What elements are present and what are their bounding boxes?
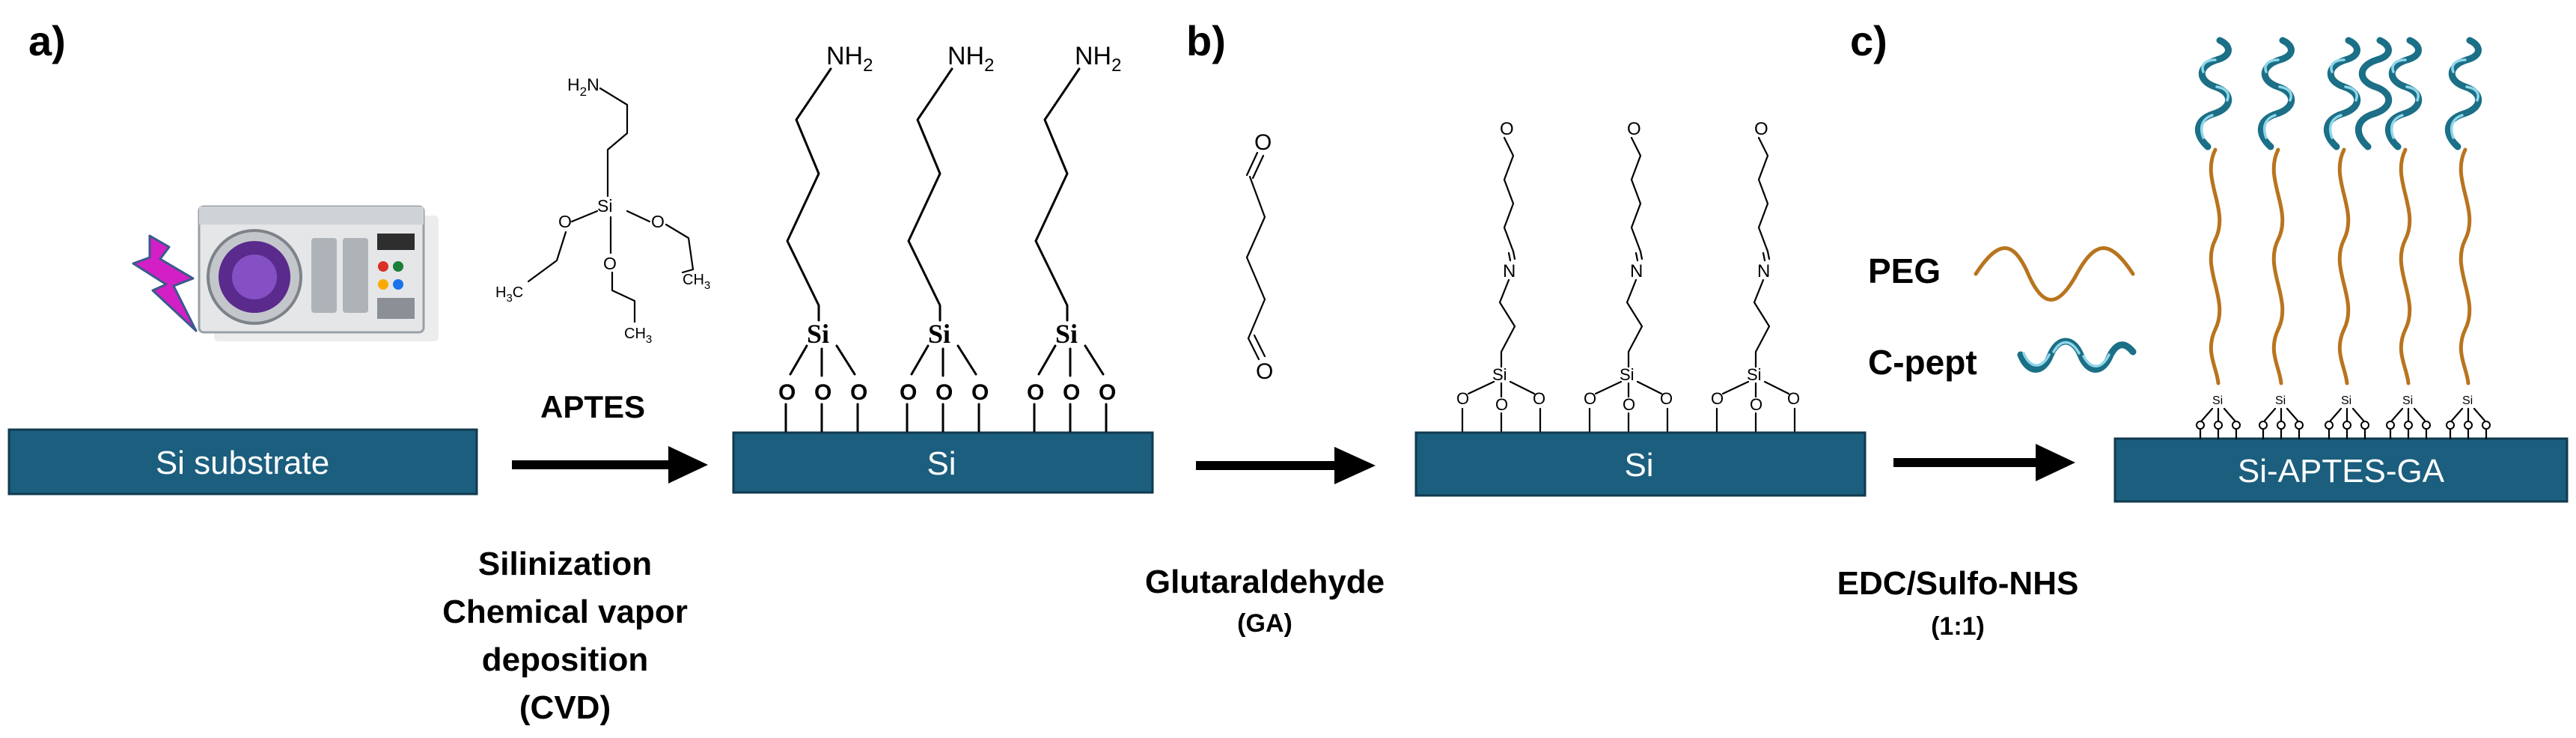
aptes-oxygen-left: O (558, 212, 572, 231)
edc-reagent-label: EDC/Sulfo-NHS (1837, 565, 2079, 602)
si-substrate-label: Si substrate (156, 445, 329, 481)
ga-chain-2-o3: O (1660, 389, 1673, 408)
edc-ratio-label: (1:1) (1931, 612, 1985, 641)
panel-a-label: a) (28, 17, 66, 64)
conjugate-2-si: Si (2275, 394, 2286, 407)
aptes-chain-3: NH2 Si O O O (1027, 42, 1121, 433)
oxygen-3c: O (1099, 380, 1116, 405)
oxygen-2c: O (971, 380, 989, 405)
oxygen-2a: O (900, 380, 917, 405)
arrow-c-head (2036, 444, 2075, 481)
panel-c-label: c) (1850, 17, 1887, 64)
legend-peg-label: PEG (1868, 251, 1941, 290)
conjugate-4-si: Si (2402, 394, 2413, 407)
ga-chain-3-o1: O (1711, 389, 1724, 408)
si-aptes-surface-block (732, 431, 1154, 494)
conjugate-5: Si (2444, 37, 2491, 440)
si-atom-1: Si (807, 319, 829, 349)
aptes-oxygen-bottom: O (603, 254, 617, 273)
ga-chain-3-oxygen: O (1754, 119, 1768, 139)
conjugate-5-si: Si (2462, 394, 2473, 407)
amine-label-3: NH2 (1075, 42, 1121, 76)
ga-chain-2-si: Si (1620, 365, 1635, 384)
ga-chain-3-o2: O (1750, 395, 1762, 414)
oxygen-3a: O (1027, 380, 1044, 405)
ga-chain-2: O N Si O O O (1584, 119, 1673, 433)
ga-chain-3-o3: O (1787, 389, 1800, 408)
ga-chain-2-o1: O (1584, 389, 1596, 408)
legend-peptide-swatch (2017, 338, 2137, 373)
aptes-oxygen-right: O (651, 212, 665, 231)
aptes-chain-2: NH2 Si O O O (900, 42, 994, 433)
aptes-ethyl-bottom: CH3 (624, 326, 652, 346)
arrow-a-head (668, 446, 708, 484)
ga-reagent-label: Glutaraldehyde (1145, 564, 1385, 600)
ga-chain-1-o3: O (1533, 389, 1545, 408)
oxygen-1c: O (850, 380, 867, 405)
oxygen-1b: O (814, 380, 831, 405)
aptes-molecule: H2N Si O O O H3C CH3 CH3 (495, 75, 710, 346)
ga-chain-2-nitrogen: N (1630, 261, 1643, 281)
aptes-si-label: Si (597, 196, 612, 216)
aptes-reagent-label: APTES (540, 389, 645, 424)
si-ga-surface-label: Si (1624, 447, 1653, 484)
cvd-instrument-image (198, 205, 439, 341)
ga-chain-3-nitrogen: N (1757, 261, 1770, 281)
legend-peg-swatch (1974, 246, 2135, 302)
panel-b-label: b) (1186, 17, 1226, 64)
ga-chain-1-oxygen: O (1500, 119, 1514, 139)
conjugate-3-si: Si (2341, 394, 2351, 407)
conjugate-1: Si (2194, 37, 2241, 440)
si-atom-3: Si (1055, 319, 1078, 349)
ga-oxygen-top: O (1254, 130, 1272, 155)
si-aptes-surface-label: Si (927, 445, 956, 482)
ga-chain-1: O N Si O O O (1456, 119, 1545, 433)
aptes-chain-1: NH2 Si O O O (778, 42, 873, 433)
si-aptes-ga-surface-block (2113, 437, 2569, 503)
ga-chain-1-o1: O (1456, 389, 1469, 408)
aptes-ethyl-left: H3C (495, 284, 523, 305)
ga-chain-2-o2: O (1623, 395, 1635, 414)
aptes-ethyl-right: CH3 (683, 272, 710, 292)
si-aptes-ga-surface-label: Si-APTES-GA (2238, 453, 2445, 490)
lightning-icon (132, 234, 198, 332)
step-a-line1: Silinization (478, 546, 652, 582)
conjugate-2: Si (2257, 37, 2304, 440)
conjugate-4: Si (2384, 37, 2431, 440)
glutaraldehyde-molecule: O O (1245, 130, 1273, 384)
si-ga-surface-block (1414, 431, 1867, 497)
si-atom-2: Si (928, 319, 950, 349)
amine-label-2: NH2 (947, 42, 994, 76)
amine-label-1: NH2 (826, 42, 873, 76)
ga-chain-1-si: Si (1492, 365, 1507, 384)
conjugate-1-si: Si (2212, 394, 2223, 407)
step-a-line2: Chemical vapor (442, 594, 688, 630)
oxygen-1a: O (778, 380, 796, 405)
ga-chain-1-nitrogen: N (1503, 261, 1516, 281)
ga-abbr-label: (GA) (1237, 609, 1292, 638)
conjugate-3: Si (2323, 37, 2393, 440)
ga-chain-2-oxygen: O (1627, 119, 1641, 139)
ga-chain-3-si: Si (1747, 365, 1762, 384)
aptes-amine-label: H2N (567, 75, 599, 99)
step-a-line4: (CVD) (519, 689, 611, 726)
si-substrate-block (7, 428, 478, 495)
ga-chain-1-o2: O (1495, 395, 1508, 414)
oxygen-2b: O (936, 380, 953, 405)
arrow-b-head (1334, 447, 1376, 484)
ga-oxygen-bottom: O (1256, 359, 1273, 384)
oxygen-3b: O (1063, 380, 1080, 405)
ga-chain-3: O N Si O O O (1711, 119, 1800, 433)
step-a-line3: deposition (482, 641, 648, 678)
legend-pept-label: C-pept (1868, 343, 1977, 382)
